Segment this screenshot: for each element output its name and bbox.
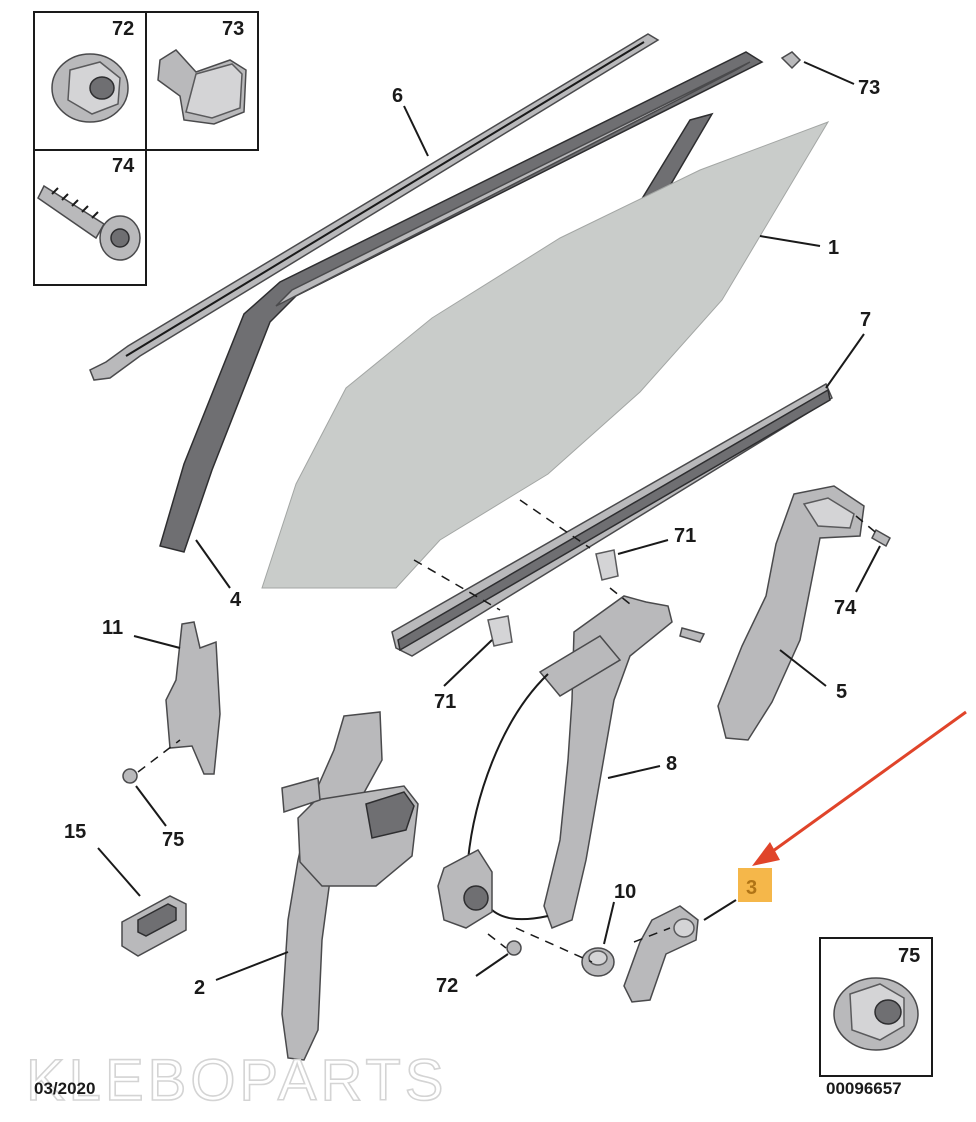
callout-5: 5 bbox=[836, 681, 847, 703]
belt-strip-7 bbox=[391, 382, 833, 657]
callout-71-upper: 71 bbox=[674, 525, 696, 547]
clip-71-upper-icon bbox=[595, 549, 619, 581]
handle-bushing-10 bbox=[581, 947, 615, 977]
regulator-rail-8 bbox=[437, 595, 673, 929]
flange-nut-icon bbox=[51, 53, 129, 123]
regulator-motor-2 bbox=[281, 711, 419, 1061]
guide-bracket-11 bbox=[165, 621, 221, 775]
window-switch-15 bbox=[121, 895, 187, 957]
footer-reference: 00096657 bbox=[826, 1079, 902, 1098]
inset-box-75-group: 75 bbox=[819, 937, 933, 1077]
screw-icon bbox=[37, 184, 141, 261]
nut-72-icon bbox=[506, 940, 522, 956]
red-arrow bbox=[752, 710, 967, 866]
bracket-5 bbox=[717, 485, 865, 741]
callout-74: 74 bbox=[834, 597, 857, 619]
screw-74-icon bbox=[871, 528, 891, 548]
clip-71-lower-icon bbox=[487, 615, 513, 647]
callout-3: 3 bbox=[746, 877, 757, 899]
callout-labels: 6 73 1 4 7 71 71 74 5 11 8 75 15 10 2 72 bbox=[64, 77, 880, 999]
callout-75: 75 bbox=[162, 829, 184, 851]
inset-label-75: 75 bbox=[898, 945, 920, 967]
plastic-clip-icon bbox=[157, 49, 247, 125]
inset-label-74: 74 bbox=[112, 155, 135, 177]
callout-4: 4 bbox=[230, 589, 242, 611]
crank-handle-3 bbox=[623, 905, 699, 1003]
leader-lines bbox=[97, 61, 881, 981]
callout-10: 10 bbox=[614, 881, 636, 903]
callout-11: 11 bbox=[102, 617, 123, 639]
highlight-box bbox=[738, 868, 772, 902]
watermark: KLEBOPARTS bbox=[26, 1048, 447, 1113]
inset-box-75 bbox=[819, 937, 933, 1077]
callout-2: 2 bbox=[194, 977, 205, 999]
clip-73-icon bbox=[780, 51, 802, 70]
inset-box-74 bbox=[33, 149, 147, 286]
screw-74b-icon bbox=[679, 627, 706, 643]
callout-72: 72 bbox=[436, 975, 458, 997]
callout-7: 7 bbox=[860, 309, 871, 331]
inset-label-73: 73 bbox=[222, 18, 244, 40]
inset-box-group: 72 73 74 bbox=[33, 11, 259, 286]
nut-75-icon bbox=[122, 768, 138, 784]
callout-73: 73 bbox=[858, 77, 880, 99]
footer-date: 03/2020 bbox=[34, 1079, 95, 1098]
callout-1: 1 bbox=[828, 237, 839, 259]
inset-label-72: 72 bbox=[112, 18, 134, 40]
flange-nut-75-icon bbox=[833, 977, 919, 1051]
callout-71-lower: 71 bbox=[434, 691, 456, 713]
weatherstrip-6 bbox=[89, 33, 660, 381]
assembly-dashed-lines bbox=[137, 499, 881, 963]
small-fasteners bbox=[122, 51, 891, 956]
callout-8: 8 bbox=[666, 753, 677, 775]
callout-15: 15 bbox=[64, 821, 86, 843]
highlight-callout-3: 3 bbox=[738, 868, 772, 902]
door-glass-1 bbox=[261, 121, 830, 589]
callout-6: 6 bbox=[392, 85, 403, 107]
inset-box-73 bbox=[145, 11, 259, 151]
